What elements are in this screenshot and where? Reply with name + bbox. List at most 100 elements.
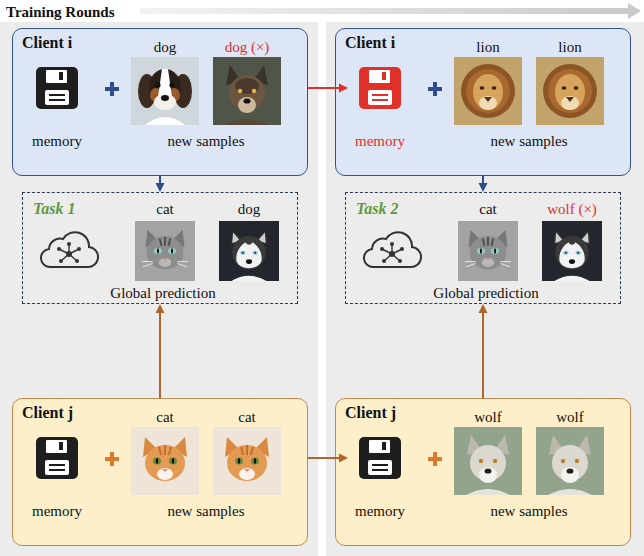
- round-panel: [0, 22, 318, 556]
- task-box: Task 2 cat wolf (×) Global prediction: [345, 192, 621, 304]
- memory-icon: [359, 437, 401, 479]
- cloud-model-icon: [364, 232, 421, 267]
- samples-caption: new samples: [490, 503, 567, 519]
- sample-label: cat: [156, 409, 173, 425]
- flow-arrow: [308, 454, 348, 463]
- text-wrap: wolf: [556, 407, 584, 426]
- dog-photo: [131, 57, 199, 125]
- lion-photo: [454, 57, 522, 125]
- arrow-line: [308, 457, 340, 459]
- plus-sign: [105, 82, 119, 96]
- task-name: Task 1: [33, 200, 76, 217]
- arrow-line: [482, 312, 484, 398]
- text-wrap: memory: [32, 131, 82, 150]
- arrow-head: [339, 454, 348, 463]
- memory-node: memory: [348, 437, 412, 525]
- text-wrap: wolf (×): [547, 199, 597, 218]
- flow-arrow: [308, 84, 348, 93]
- memory-node: memory: [25, 67, 89, 155]
- sample-label: dog (×): [225, 39, 270, 55]
- arrow-line: [159, 312, 161, 398]
- text-wrap: new samples: [490, 501, 567, 520]
- client-box: Client j cat cat new samples memory: [12, 398, 308, 546]
- arrow-head: [479, 304, 488, 313]
- plus-sign: [105, 452, 119, 466]
- text-wrap: lion: [558, 37, 581, 56]
- text-wrap: Client i: [345, 33, 395, 52]
- task-box: Task 1 cat dogGlobal prediction: [22, 192, 298, 304]
- arrow-line: [159, 176, 161, 184]
- text-wrap: new samples: [167, 501, 244, 520]
- text-wrap: cat: [238, 407, 255, 426]
- client-name: Client j: [345, 404, 396, 421]
- text-wrap: Global prediction: [110, 283, 215, 302]
- arrow-head: [156, 304, 165, 313]
- arrow-head: [479, 183, 488, 192]
- text-wrap: Task 2: [356, 199, 399, 218]
- text-wrap: Client j: [345, 403, 396, 422]
- cat-photo: [131, 427, 199, 495]
- arrow-line: [482, 176, 484, 184]
- lion-photo: [536, 57, 604, 125]
- memory-node: memory: [25, 437, 89, 525]
- prediction-label: wolf (×): [547, 201, 597, 217]
- text-wrap: dog (×): [225, 37, 270, 56]
- client-box: Client j wolf wolf new samples memory: [335, 398, 631, 546]
- memory-label: memory: [355, 503, 405, 519]
- prediction-label: dog: [238, 201, 261, 217]
- samples-caption: new samples: [167, 503, 244, 519]
- prediction-caption: Global prediction: [110, 285, 215, 301]
- text-wrap: memory: [355, 501, 405, 520]
- sample-label: lion: [558, 39, 581, 55]
- text-wrap: memory: [355, 131, 405, 150]
- wolf-photo: [536, 427, 604, 495]
- arrow-line: [308, 87, 340, 89]
- prediction-label: cat: [479, 201, 496, 217]
- text-wrap: Client i: [22, 33, 72, 52]
- samples-caption: new samples: [490, 133, 567, 149]
- client-name: Client j: [22, 404, 73, 421]
- prediction-caption: Global prediction: [433, 285, 538, 301]
- text-wrap: wolf: [474, 407, 502, 426]
- text-wrap: new samples: [490, 131, 567, 150]
- husky-photo: [542, 221, 602, 281]
- text-wrap: cat: [156, 199, 173, 218]
- arrow-head: [156, 183, 165, 192]
- sample-label: dog: [154, 39, 177, 55]
- timeline-arrow: [140, 3, 641, 19]
- diagram-title: Training Rounds: [6, 4, 115, 20]
- prediction-label: cat: [156, 201, 173, 217]
- wolf-photo: [213, 57, 281, 125]
- wolf-photo: [454, 427, 522, 495]
- text-wrap: Global prediction: [433, 283, 538, 302]
- flow-arrow: [156, 304, 165, 398]
- text-wrap: Task 1: [33, 199, 76, 218]
- sample-label: wolf: [474, 409, 502, 425]
- plus-sign: [428, 452, 442, 466]
- husky-photo: [219, 221, 279, 281]
- text-wrap: dog: [238, 199, 261, 218]
- memory-label: memory: [32, 503, 82, 519]
- text-wrap: dog: [154, 37, 177, 56]
- cat-photo: [135, 221, 195, 281]
- sample-label: cat: [238, 409, 255, 425]
- flow-arrow: [479, 176, 488, 192]
- text-wrap: lion: [476, 37, 499, 56]
- text-wrap: new samples: [167, 131, 244, 150]
- cat-photo: [458, 221, 518, 281]
- memory-icon: [359, 67, 401, 109]
- arrow-head: [339, 84, 348, 93]
- plus-sign: [428, 82, 442, 96]
- text-wrap: Client j: [22, 403, 73, 422]
- flow-arrow: [156, 176, 165, 192]
- client-name: Client i: [345, 34, 395, 51]
- title-wrap: Training Rounds: [6, 2, 115, 21]
- client-box: Client i lion lion new samples memory: [335, 28, 631, 176]
- memory-icon: [36, 67, 78, 109]
- text-wrap: memory: [32, 501, 82, 520]
- cat-photo: [213, 427, 281, 495]
- memory-label: memory: [32, 133, 82, 149]
